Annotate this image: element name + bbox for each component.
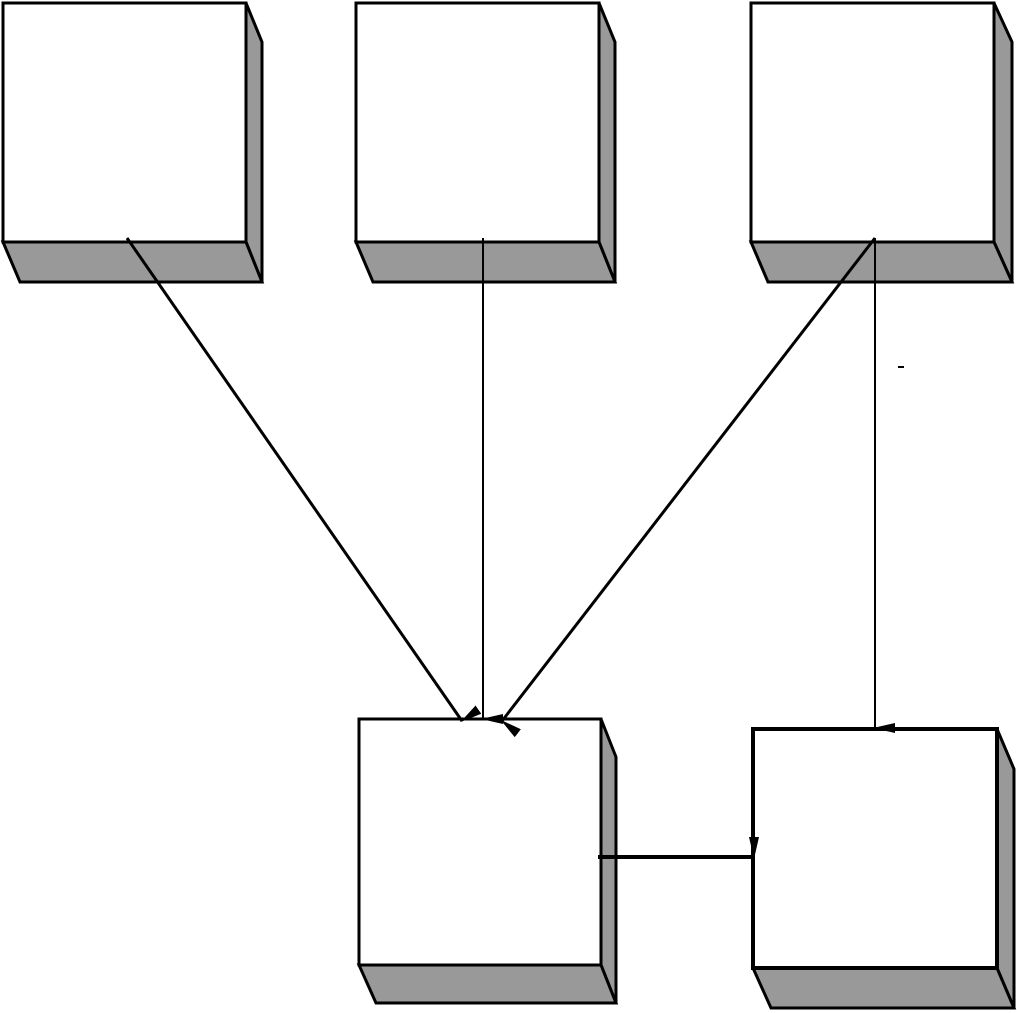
box-face <box>751 727 999 970</box>
box-side <box>599 718 618 1004</box>
box-side <box>995 728 1016 1009</box>
box-bottom <box>748 240 1015 284</box>
box-bottom-right <box>750 727 1017 1010</box>
box-face <box>357 717 603 967</box>
arrow-top-left-to-bottom-middle <box>125 237 482 723</box>
box-bottom <box>356 963 619 1005</box>
box-side <box>992 2 1014 283</box>
box-face <box>354 1 601 244</box>
box-bottom <box>353 240 618 284</box>
box-bottom <box>750 966 1017 1010</box>
box-top-middle <box>353 1 618 284</box>
stray-mark <box>898 366 904 368</box>
box-side <box>244 2 264 283</box>
box-top-right <box>748 1 1015 284</box>
box-side <box>597 2 617 283</box>
box-face <box>749 1 996 244</box>
box-top-left <box>0 1 265 284</box>
box-bottom-middle <box>356 717 619 1005</box>
box-face <box>1 1 248 244</box>
arrow-top-right-to-bottom-middle <box>500 237 877 738</box>
